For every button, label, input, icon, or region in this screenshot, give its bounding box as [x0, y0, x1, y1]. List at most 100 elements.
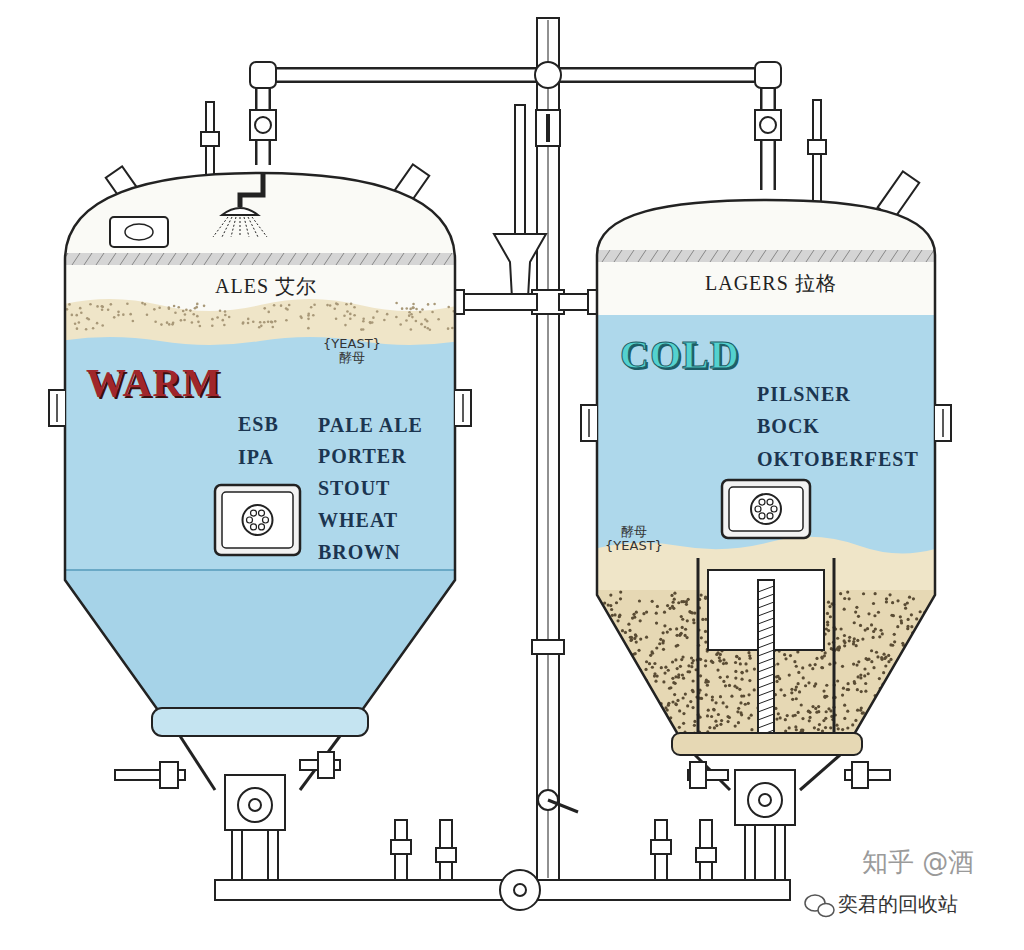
- yeast-dot: [285, 319, 288, 322]
- yeast-dot: [653, 734, 656, 737]
- yeast-dot: [921, 684, 924, 687]
- yeast-dot: [740, 671, 743, 674]
- yeast-dot: [627, 623, 630, 626]
- yeast-dot: [636, 674, 639, 677]
- yeast-dot: [682, 712, 685, 715]
- spray-ray: [240, 217, 241, 237]
- yeast-dot: [259, 321, 262, 324]
- yeast-dot: [720, 719, 723, 722]
- port-bolt: [767, 513, 773, 519]
- yeast-dot: [638, 599, 641, 602]
- yeast-dot: [893, 633, 896, 636]
- yeast-dot: [922, 678, 925, 681]
- yeast-dot: [784, 718, 787, 721]
- yeast-dot: [915, 617, 918, 620]
- yeast-dot: [891, 601, 894, 604]
- temperature-label: WARM: [86, 361, 221, 405]
- yeast-dot: [777, 712, 780, 715]
- yeast-dot: [728, 684, 731, 687]
- yeast-dot: [684, 692, 687, 695]
- yeast-dot: [929, 675, 932, 678]
- pipe-elbow: [250, 62, 276, 88]
- yeast-dot: [917, 673, 920, 676]
- yeast-dot: [737, 707, 740, 710]
- band-hatch: [444, 253, 452, 265]
- yeast-dot: [897, 718, 900, 721]
- yeast-dot: [647, 718, 650, 721]
- yeast-dot: [802, 676, 805, 679]
- yeast-dot: [796, 682, 799, 685]
- yeast-dot: [646, 707, 649, 710]
- yeast-dot: [887, 686, 890, 689]
- liquid-shade: [60, 570, 460, 950]
- yeast-dot: [431, 311, 434, 314]
- yeast-dot: [704, 659, 707, 662]
- yeast-dot: [857, 675, 860, 678]
- yeast-dot: [700, 636, 703, 639]
- yeast-dot: [671, 660, 674, 663]
- beer-style: OKTOBERFEST: [757, 448, 919, 470]
- band-hatch: [818, 250, 826, 262]
- yeast-dot: [96, 305, 99, 308]
- yeast-dot: [182, 310, 185, 313]
- pump-hub: [759, 794, 771, 806]
- yeast-dot: [216, 316, 219, 319]
- tank-contents: [590, 190, 950, 790]
- yeast-dot: [878, 677, 881, 680]
- yeast-dot: [716, 668, 719, 671]
- middle-pipe: [455, 290, 597, 314]
- yeast-dot: [329, 304, 332, 307]
- yeast-dot: [658, 642, 661, 645]
- yeast-dot: [263, 307, 266, 310]
- yeast-dot: [925, 695, 928, 698]
- yeast-dot: [335, 317, 338, 320]
- yeast-dot: [113, 316, 116, 319]
- yeast-dot: [660, 666, 663, 669]
- yeast-dot: [280, 304, 283, 307]
- yeast-dot: [872, 630, 875, 633]
- funnel: [494, 234, 546, 298]
- left-support: [115, 736, 340, 880]
- yeast-dot: [362, 317, 365, 320]
- yeast-dot: [705, 693, 708, 696]
- yeast-dot: [881, 632, 884, 635]
- yeast-dot: [661, 715, 664, 718]
- beer-style: IPA: [238, 446, 274, 468]
- yeast-dot: [734, 724, 737, 727]
- yeast-dot: [610, 608, 613, 611]
- yeast-dot: [908, 596, 911, 599]
- yeast-dot: [829, 726, 832, 729]
- yeast-dot: [807, 710, 810, 713]
- yeast-dot: [919, 669, 922, 672]
- yeast-dot: [614, 684, 617, 687]
- spray-ray: [222, 217, 232, 237]
- yeast-dot: [360, 328, 363, 331]
- yeast-dot: [405, 319, 408, 322]
- yeast-dot: [734, 661, 737, 664]
- yeast-dot: [635, 640, 638, 643]
- yeast-dot: [203, 305, 206, 308]
- yeast-dot: [814, 682, 817, 685]
- yeast-dot: [904, 677, 907, 680]
- yeast-dot: [828, 642, 831, 645]
- yeast-dot: [611, 614, 614, 617]
- yeast-dot: [923, 680, 926, 683]
- yeast-dot: [910, 625, 913, 628]
- yeast-dot: [144, 303, 147, 306]
- yeast-dot: [424, 326, 427, 329]
- yeast-dot: [687, 598, 690, 601]
- yeast-dot: [609, 593, 612, 596]
- yeast-dot: [618, 723, 621, 726]
- band-hatch: [686, 250, 694, 262]
- yeast-dot: [922, 717, 925, 720]
- yeast-dot: [798, 690, 801, 693]
- yeast-dot: [929, 634, 932, 637]
- yeast-dot: [711, 698, 714, 701]
- yeast-dot: [916, 643, 919, 646]
- side-bracket: [49, 390, 65, 426]
- yeast-dot: [886, 707, 889, 710]
- yeast-dot: [783, 653, 786, 656]
- pump-stand: [775, 825, 785, 880]
- yeast-dot: [611, 717, 614, 720]
- yeast-dot: [837, 727, 840, 730]
